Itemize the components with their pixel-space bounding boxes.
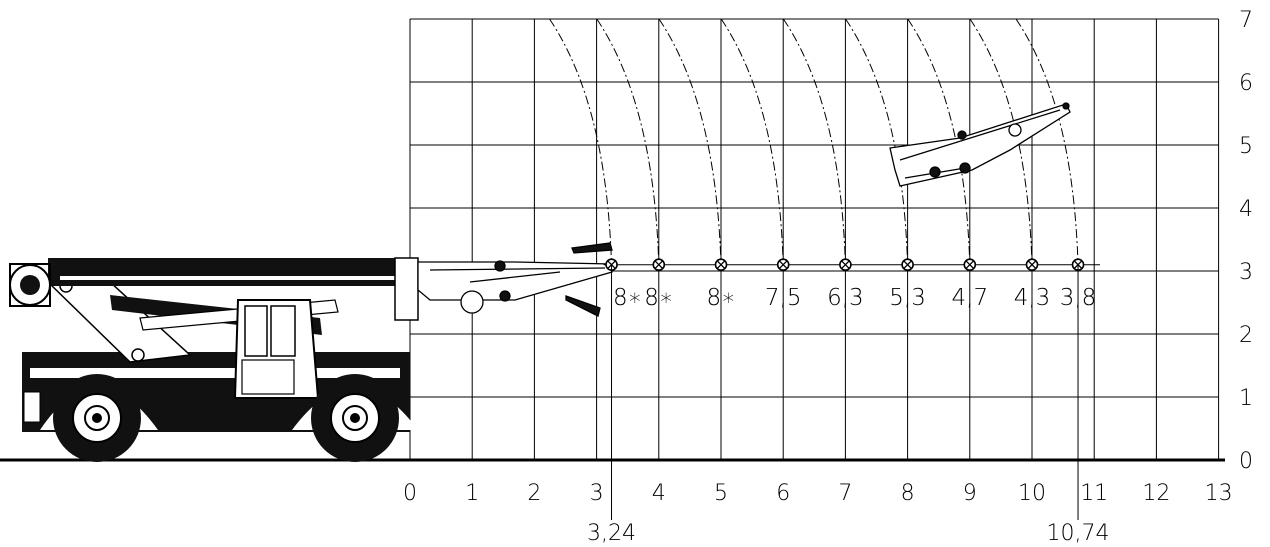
boom-reach-arcs [549, 18, 1079, 265]
jib-attachment-raised [889, 102, 1071, 187]
reach-markers: 3,24 10,74 [587, 264, 1110, 546]
x-tick-label-8: 8 [901, 481, 915, 506]
crane-deck [30, 368, 400, 378]
boom-head-hub [20, 275, 40, 295]
load-point-cross-b [903, 260, 912, 269]
x-tick-label-0: 0 [403, 481, 417, 506]
jib-attachment-low [417, 242, 613, 317]
cab-door [241, 359, 295, 395]
load-point-cross-b [1028, 260, 1036, 269]
y-tick-label-6: 6 [1239, 71, 1253, 96]
reach-marker-label: 10,74 [1047, 521, 1110, 546]
main-boom [48, 258, 412, 286]
x-tick-label-13: 13 [1205, 481, 1233, 506]
boom-stripe [60, 276, 400, 280]
reach-arc-3 [720, 18, 784, 265]
capacity-label: 5,3 [889, 285, 926, 311]
cab-window-right [270, 305, 296, 357]
x-tick-label-7: 7 [838, 481, 852, 506]
x-tick-label-9: 9 [963, 481, 977, 506]
capacity-label: 8∗ [644, 285, 673, 311]
y-tick-label-2: 2 [1239, 323, 1253, 348]
reach-arc-8 [1015, 18, 1079, 265]
reach-arc-6 [907, 18, 971, 265]
y-axis-ticks: 0 1 2 3 4 5 6 7 [1239, 8, 1253, 474]
y-tick-label-5: 5 [1239, 134, 1253, 159]
reach-arc-2 [658, 18, 722, 265]
x-tick-label-10: 10 [1018, 481, 1046, 506]
x-tick-label-3: 3 [590, 481, 604, 506]
capacity-label: 4,3 [1014, 285, 1051, 311]
cab-window-left [244, 305, 268, 357]
reach-arc-5 [845, 18, 909, 265]
y-tick-label-7: 7 [1239, 8, 1253, 33]
x-tick-label-11: 11 [1080, 481, 1108, 506]
x-tick-label-4: 4 [652, 481, 666, 506]
load-point-cross-b [965, 260, 974, 269]
boom-head-plate [9, 263, 51, 307]
x-tick-label-5: 5 [714, 481, 728, 506]
reach-marker-label: 3,24 [587, 521, 636, 546]
load-point-cross-b [717, 260, 725, 269]
front-wheel [311, 374, 399, 462]
y-tick-label-3: 3 [1239, 260, 1253, 285]
load-point-cross-b [841, 260, 850, 269]
reach-arc-1 [596, 18, 660, 265]
capacity-label: 6,3 [827, 285, 864, 311]
capacity-label: 8∗ [613, 285, 642, 311]
front-mast [394, 257, 419, 321]
rear-wheel [53, 374, 141, 462]
load-points [603, 258, 1101, 272]
reach-arc-7 [969, 18, 1033, 265]
x-tick-label-1: 1 [465, 481, 479, 506]
x-tick-label-6: 6 [776, 481, 790, 506]
x-tick-label-12: 12 [1142, 481, 1170, 506]
rear-light [23, 391, 41, 423]
load-point-cross-b [654, 260, 663, 269]
capacity-label: 8∗ [706, 285, 735, 311]
x-tick-label-2: 2 [527, 481, 541, 506]
load-point-cross-b [779, 260, 788, 269]
reach-arc-0 [549, 18, 613, 265]
y-tick-label-0: 0 [1239, 449, 1253, 474]
y-tick-label-4: 4 [1239, 197, 1253, 222]
crane-vehicle [9, 257, 419, 462]
capacity-label: 4,7 [952, 285, 989, 311]
capacity-label: 7,5 [765, 285, 802, 311]
y-tick-label-1: 1 [1239, 386, 1253, 411]
chart-grid [409, 18, 1220, 461]
reach-arc-4 [782, 18, 846, 265]
cylinder-pin [131, 348, 145, 362]
